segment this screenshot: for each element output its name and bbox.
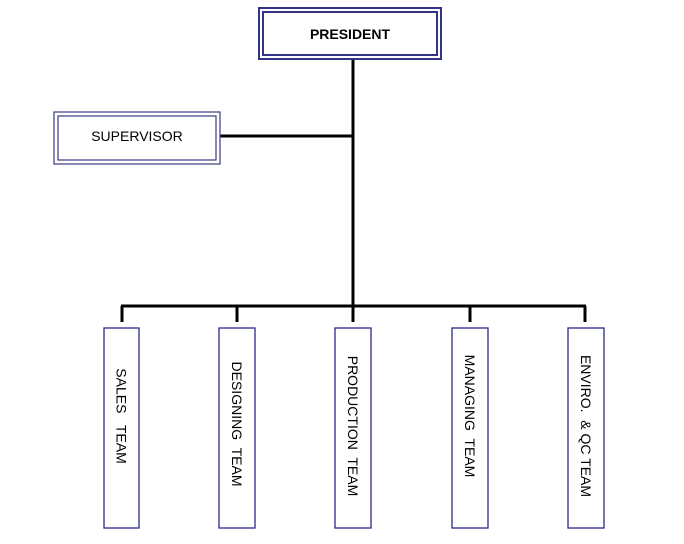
supervisor-node: SUPERVISOR <box>53 111 221 165</box>
team-label-managing: MANAGING TEAM <box>462 355 478 478</box>
team-node-enviro: ENVIRO. & QC TEAM <box>567 327 605 529</box>
team-node-managing: MANAGING TEAM <box>451 327 489 529</box>
team-node-sales: SALES TEAM <box>103 327 140 529</box>
connectors <box>120 58 587 322</box>
team-label-enviro: ENVIRO. & QC TEAM <box>578 355 594 497</box>
supervisor-label: SUPERVISOR <box>91 128 183 144</box>
team-label-production: PRODUCTION TEAM <box>345 356 361 497</box>
president-label: PRESIDENT <box>310 26 391 42</box>
team-node-production: PRODUCTION TEAM <box>334 327 372 529</box>
team-label-designing: DESIGNING TEAM <box>229 362 245 487</box>
team-node-designing: DESIGNING TEAM <box>218 327 256 529</box>
team-label-sales: SALES TEAM <box>114 368 130 463</box>
president-node: PRESIDENT <box>258 7 442 60</box>
